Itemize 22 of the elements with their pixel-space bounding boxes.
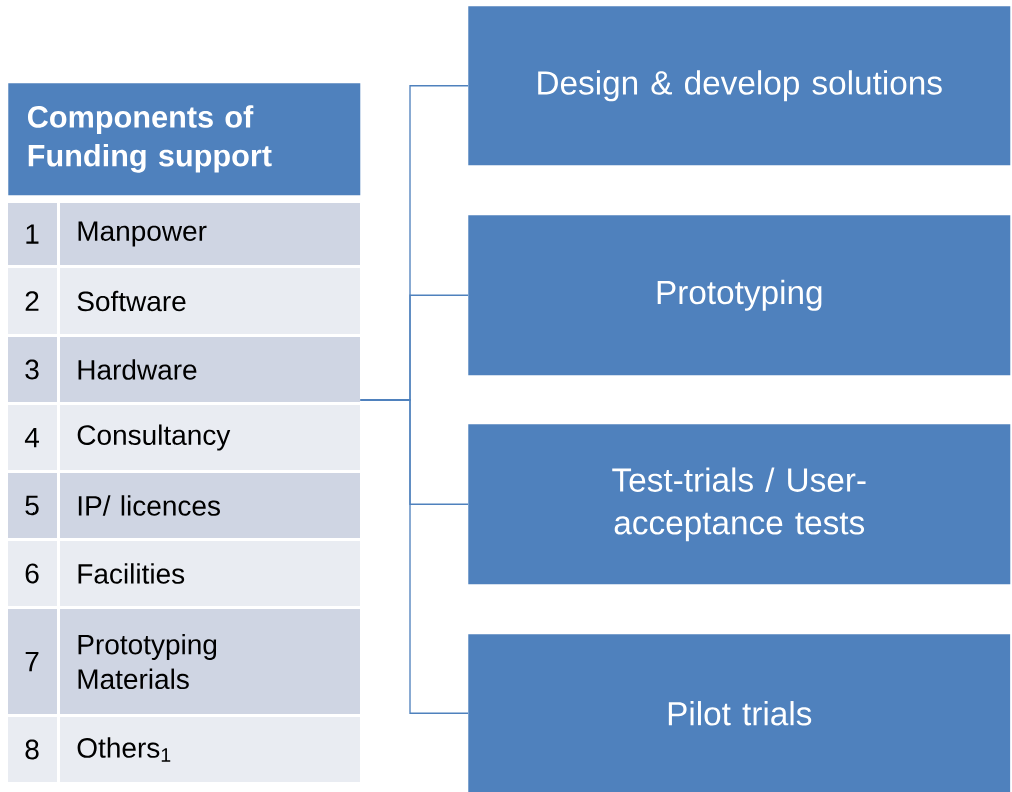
process-box: Design & develop solutions xyxy=(468,6,1011,166)
table-cell: Software xyxy=(60,268,360,334)
table-cell: 2 xyxy=(8,268,57,334)
process-box: Prototyping xyxy=(468,215,1011,376)
table-header: Components of Funding support xyxy=(8,83,361,196)
table-cell: Others$_{1}$ xyxy=(60,717,360,782)
process-box: Pilot trials xyxy=(468,634,1011,792)
table-cell: Prototyping Materials xyxy=(60,609,360,714)
table-cell: Facilities xyxy=(60,541,360,606)
connector-line xyxy=(359,399,469,714)
table-cell: 1 xyxy=(8,203,57,265)
table-cell: 6 xyxy=(8,541,57,606)
table-cell: 4 xyxy=(8,405,57,470)
process-box: Test-trials / User-acceptance tests xyxy=(468,424,1011,585)
table-cell: 8 xyxy=(8,717,57,782)
table-cell: IP/ licences xyxy=(60,473,360,538)
table-cell: 7 xyxy=(8,609,57,714)
table-cell: 3 xyxy=(8,337,57,402)
table-cell: 5 xyxy=(8,473,57,538)
table-cell: Hardware xyxy=(60,337,360,402)
table-cell: Manpower xyxy=(60,203,360,265)
table-cell: Consultancy xyxy=(60,405,360,470)
